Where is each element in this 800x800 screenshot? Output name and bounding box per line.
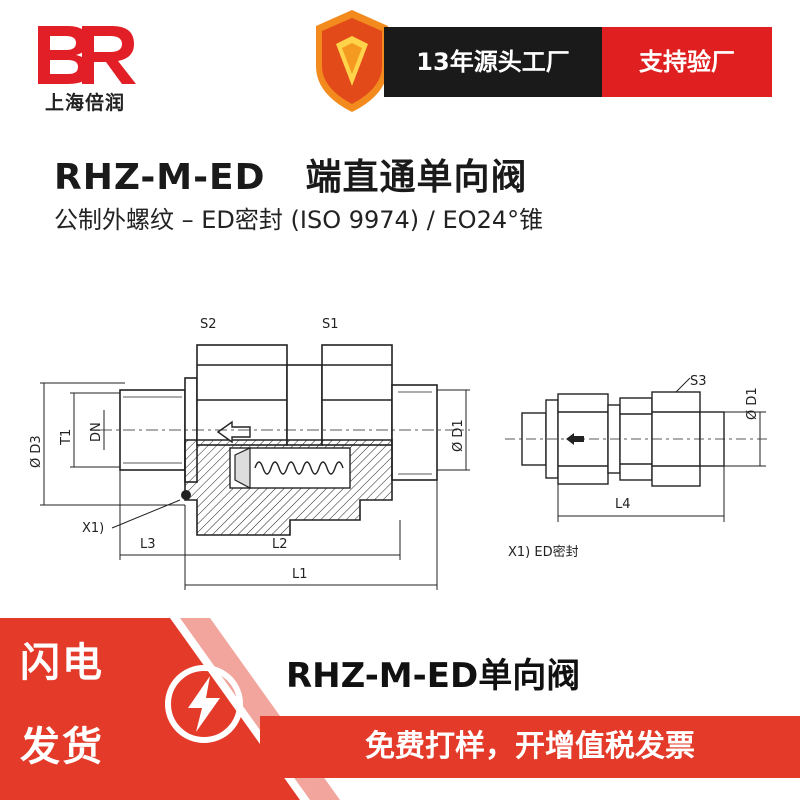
product-name: 端直通单向阀 [305,157,528,198]
inspection-badge-bg [602,27,772,97]
brand-name: 上海倍润 [44,92,125,114]
label-s3: S3 [690,374,707,389]
footer-product-title: RHZ-M-ED单向阀 [286,656,581,696]
promo-left-block [0,618,160,800]
product-spec: 公制外螺纹 – ED密封 (ISO 9974) / EO24°锥 [54,206,544,234]
label-l2: L2 [272,537,288,552]
services-bar [260,716,800,778]
label-s2: S2 [200,317,217,332]
label-l1: L1 [292,567,308,582]
promo-text-line1: 闪电 [20,640,104,686]
shield-badge-icon [316,10,388,112]
drawing-note: X1) ED密封 [508,544,579,560]
footer-promo: 闪电 发货 RHZ-M-ED单向阀 免费打样，开增值税发票 [0,618,800,800]
label-d3: Ø D3 [29,435,44,468]
promo-text-line2: 发货 [20,724,104,770]
label-x1: X1) [82,521,104,536]
lightning-icon [165,665,243,743]
brand-logo: 上海倍润 [30,18,140,114]
label-d1: Ø D1 [451,419,466,452]
technical-drawing: S2 S1 Ø D3 T1 DN Ø D1 X1) L3 L2 L1 [29,317,770,590]
product-model: RHZ-M-ED [54,157,266,198]
label-t1: T1 [59,429,74,446]
label-l3: L3 [140,537,156,552]
label-dn: DN [89,422,104,442]
flow-arrow-icon [216,420,251,444]
factory-badge: 13年源头工厂 [416,48,570,76]
product-title: RHZ-M-ED 端直通单向阀 [54,148,528,200]
label-s1: S1 [322,317,339,332]
services-text: 免费打样，开增值税发票 [365,729,695,764]
inspection-badge: 支持验厂 [639,48,735,76]
br-logo-icon [38,26,136,84]
label-l4: L4 [615,497,631,512]
label-d1-small: Ø D1 [745,387,760,420]
